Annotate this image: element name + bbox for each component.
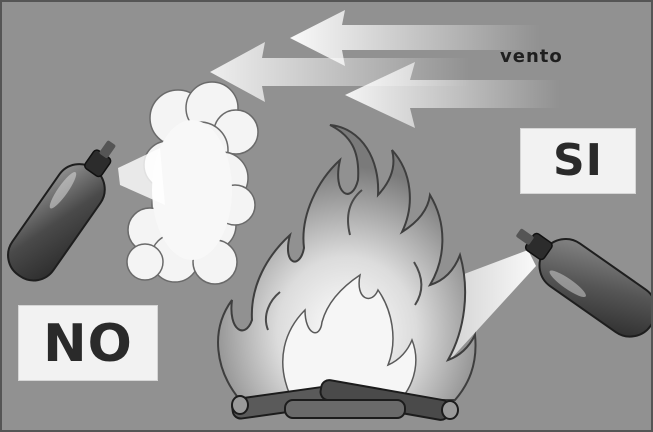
incorrect-label: NO bbox=[18, 305, 158, 381]
correct-label: SI bbox=[520, 128, 636, 194]
wind-label: vento bbox=[500, 46, 563, 67]
